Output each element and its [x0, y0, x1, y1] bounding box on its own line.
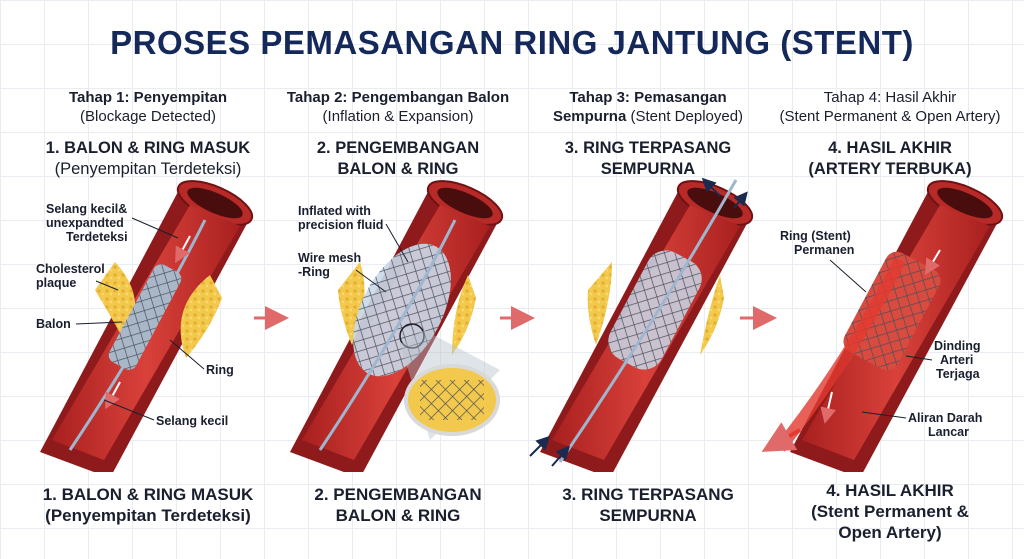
stage-2-caption-rest: (Inflation & Expansion) [322, 108, 474, 125]
stage-3-footer: 3. RING TERPASANG SEMPURNA [524, 484, 772, 526]
callout-selang-kecil: Selang kecil [156, 414, 228, 428]
stage-4-illustration [761, 180, 1004, 472]
callout-aliran-2: Lancar [928, 425, 969, 439]
stage-2-footer-line1: 2. PENGEMBANGAN [314, 485, 482, 504]
stage-3-header: Tahap 3: Pemasangan Sempurna (Stent Depl… [524, 88, 772, 182]
stage-4-footer: 4. HASIL AKHIR (Stent Permanent & Open A… [766, 480, 1014, 543]
stage-1-subtitle-line2: (Penyempitan Terdeteksi) [54, 160, 242, 178]
stage-3-footer-line1: 3. RING TERPASANG [562, 485, 734, 504]
page-title: PROSES PEMASANGAN RING JANTUNG (STENT) [110, 24, 914, 61]
callout-inflated-1: Inflated with [298, 204, 371, 218]
stage-3-caption: Tahap 3: Pemasangan Sempurna (Stent Depl… [524, 88, 772, 128]
stage-1-illustration [40, 180, 254, 472]
callout-wire-mesh-2: -Ring [298, 265, 330, 279]
stage-3-subtitle: 3. RING TERPASANG SEMPURNA [524, 138, 772, 182]
stage-2-footer: 2. PENGEMBANGAN BALON & RING [274, 484, 522, 526]
callout-dinding-2: Arteri [940, 353, 973, 367]
stage-4-caption: Tahap 4: Hasil Akhir (Stent Permanent & … [766, 88, 1014, 128]
stage-3-caption-bold2: Sempurna [552, 108, 627, 125]
stage-4-caption-line1: Tahap 4: Hasil Akhir [823, 89, 957, 106]
stage-4-footer-line1: 4. HASIL AKHIR [826, 481, 954, 500]
stage-2-header: Tahap 2: Pengembangan Balon (Inflation &… [274, 88, 522, 182]
stage-4-subtitle-line2: (ARTERY TERBUKA) [808, 160, 972, 178]
stage-3-caption-rest: (Stent Deployed) [630, 108, 744, 125]
stage-2-illustration [290, 180, 504, 472]
stage-2-caption: Tahap 2: Pengembangan Balon (Inflation &… [274, 88, 522, 128]
callout-selang-kecil-unexpanded-2: unexpandted [46, 216, 124, 230]
callout-aliran-1: Aliran Darah [908, 411, 982, 425]
stage-1-footer: 1. BALON & RING MASUK (Penyempitan Terde… [24, 484, 272, 526]
callout-balon: Balon [36, 317, 71, 331]
stage-2-subtitle: 2. PENGEMBANGAN BALON & RING [274, 138, 522, 182]
callout-wire-mesh-1: Wire mesh [298, 251, 361, 265]
stage-3-subtitle-line2: SEMPURNA [600, 160, 696, 178]
stage-1-footer-line1: 1. BALON & RING MASUK [42, 485, 254, 504]
stage-1-caption-rest: (Blockage Detected) [80, 108, 216, 125]
stent-process-illustration: Selang kecil& unexpandted Terdeteksi Cho… [36, 177, 1004, 472]
stage-1-subtitle-line1: 1. BALON & RING MASUK [45, 139, 251, 157]
stage-1-header: Tahap 1: Penyempitan (Blockage Detected)… [24, 88, 272, 182]
stage-3-caption-bold: Tahap 3: Pemasangan [569, 89, 727, 106]
stage-4-footer-line3: Open Artery) [838, 523, 942, 542]
stage-1-callouts: Selang kecil& unexpandted Terdeteksi Cho… [36, 202, 234, 428]
stage-1-caption: Tahap 1: Penyempitan (Blockage Detected) [24, 88, 272, 128]
stage-4-header: Tahap 4: Hasil Akhir (Stent Permanent & … [766, 88, 1014, 182]
callout-cholesterol-2: plaque [36, 276, 76, 290]
stage-1-footer-line2: (Penyempitan Terdeteksi) [45, 506, 251, 525]
stage-4-callouts: Ring (Stent) Permanen Dinding Arteri Ter… [780, 229, 982, 439]
stage-1-caption-bold: Tahap 1: Penyempitan [68, 89, 228, 106]
stage-4-subtitle: 4. HASIL AKHIR (ARTERY TERBUKA) [766, 138, 1014, 182]
stage-2-callouts: Inflated with precision fluid Wire mesh … [298, 204, 409, 293]
callout-selang-kecil-unexpanded-3: Terdeteksi [66, 230, 128, 244]
stage-2-subtitle-line2: BALON & RING [337, 160, 459, 178]
callout-ring-stent-2: Permanen [794, 243, 854, 257]
callout-ring: Ring [206, 363, 234, 377]
stage-2-footer-line2: BALON & RING [335, 506, 461, 525]
callout-cholesterol-1: Cholesterol [36, 262, 105, 276]
stage-4-caption-rest: (Stent Permanent & Open Artery) [779, 108, 1001, 125]
callout-inflated-2: precision fluid [298, 218, 383, 232]
stage-3-subtitle-line1: 3. RING TERPASANG [564, 139, 732, 157]
callout-dinding-1: Dinding [934, 339, 981, 353]
stage-1-subtitle: 1. BALON & RING MASUK (Penyempitan Terde… [24, 138, 272, 182]
stage-3-footer-line2: SEMPURNA [599, 506, 697, 525]
stage-2-caption-bold: Tahap 2: Pengembangan Balon [286, 89, 510, 106]
callout-ring-stent-1: Ring (Stent) [780, 229, 851, 243]
stage-3-illustration [529, 177, 754, 472]
stage-4-subtitle-line1: 4. HASIL AKHIR [828, 139, 952, 157]
stage-4-footer-line2: (Stent Permanent & [811, 502, 969, 521]
callout-selang-kecil-unexpanded-1: Selang kecil& [46, 202, 127, 216]
callout-dinding-3: Terjaga [936, 367, 981, 381]
stage-2-subtitle-line1: 2. PENGEMBANGAN [316, 139, 480, 157]
